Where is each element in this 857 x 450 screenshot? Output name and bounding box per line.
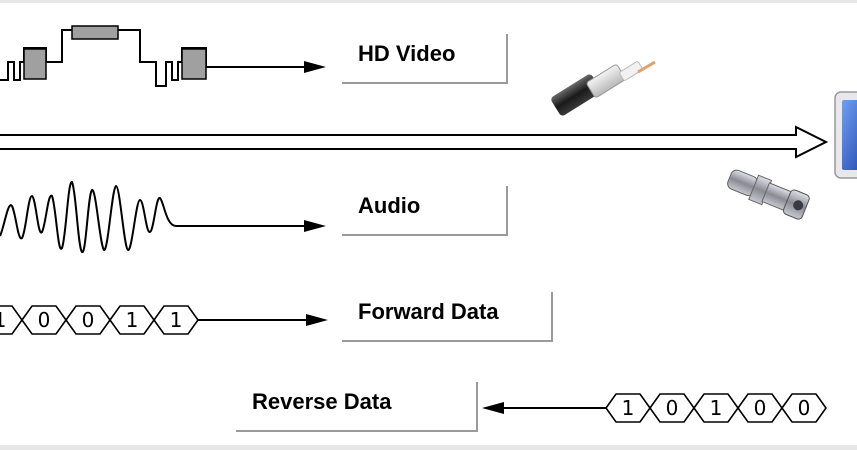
reverse-data-arrowhead: [482, 402, 504, 414]
reverse-bit-value: 0: [798, 396, 811, 420]
audio-waveform: [0, 180, 326, 254]
reverse-bit-value: 0: [666, 396, 679, 420]
forward-data-label: Forward Data: [342, 292, 553, 342]
hd-video-label: HD Video: [342, 34, 508, 84]
reverse-bit-value: 1: [622, 396, 635, 420]
cable-double-arrow: [0, 125, 829, 159]
forward-bit-value: 1: [0, 308, 6, 332]
reverse-bit-stream: 1 0 1 0 0: [482, 393, 827, 423]
hd-video-waveform: [0, 25, 326, 87]
hd-video-arrowhead: [304, 61, 326, 73]
forward-bit-value: 1: [126, 308, 139, 332]
reverse-bit-cell: [781, 393, 827, 423]
forward-bit-value: 0: [38, 308, 51, 332]
forward-bit-stream: 1 0 0 1 1: [0, 305, 328, 335]
reverse-bit-value: 0: [754, 396, 767, 420]
forward-data-arrowhead: [306, 314, 328, 326]
forward-bit-cell: [153, 305, 199, 335]
forward-bit-value: 1: [170, 308, 183, 332]
reverse-bit-value: 1: [710, 396, 723, 420]
audio-label: Audio: [342, 186, 508, 236]
coax-cable-icon: [551, 60, 656, 116]
audio-arrowhead: [304, 220, 326, 232]
cable-arrowhead: [795, 125, 829, 159]
reverse-data-label: Reverse Data: [236, 382, 478, 432]
bnc-connector-icon: [727, 169, 810, 220]
monitor-icon: [834, 91, 857, 179]
forward-bit-value: 0: [82, 308, 95, 332]
